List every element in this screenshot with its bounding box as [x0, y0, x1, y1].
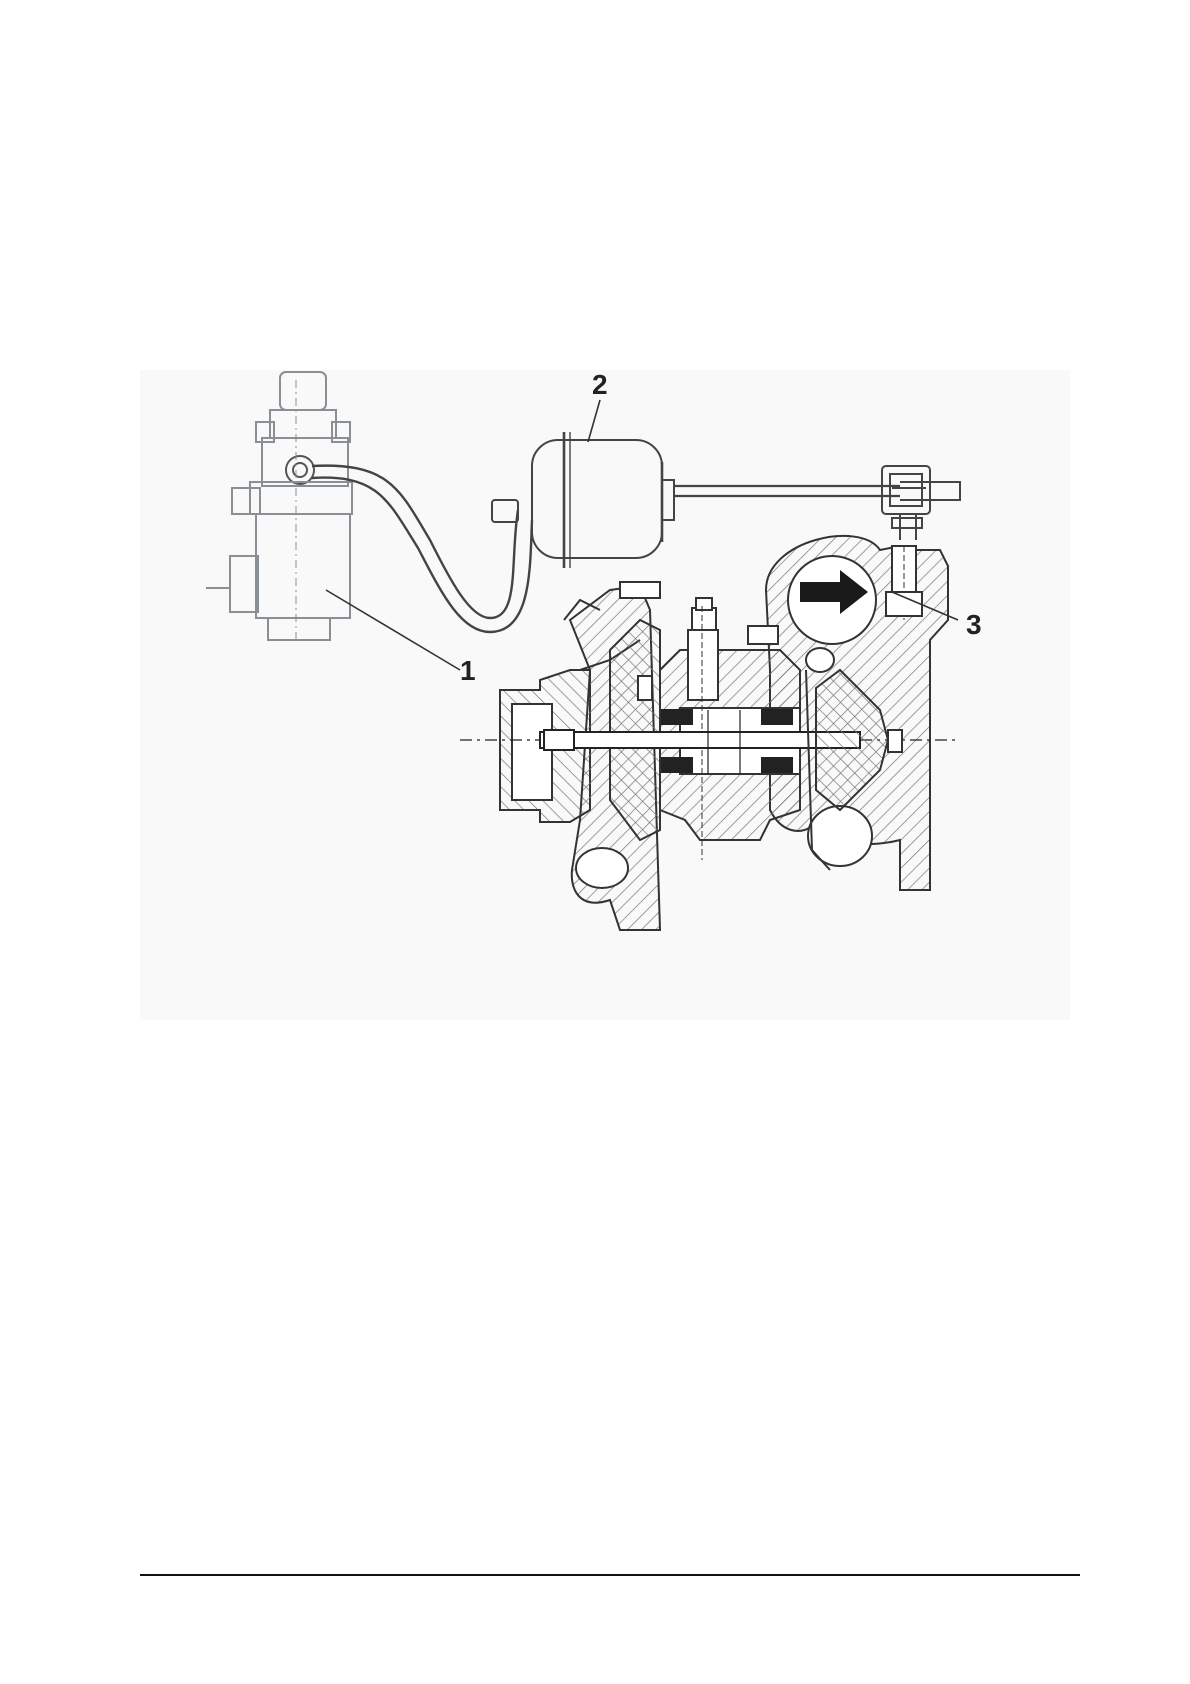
turbocharger-drawing: 1 2 3 [140, 370, 1070, 1020]
callout-2: 2 [592, 370, 608, 400]
control-valve [206, 372, 352, 640]
footer-rule [140, 1574, 1080, 1576]
compressor-wheel [610, 620, 660, 840]
vacuum-hose [312, 466, 532, 632]
callout-3: 3 [966, 609, 982, 640]
turbocharger-diagram: 1 2 3 [140, 370, 1070, 1020]
callout-1: 1 [460, 655, 476, 686]
